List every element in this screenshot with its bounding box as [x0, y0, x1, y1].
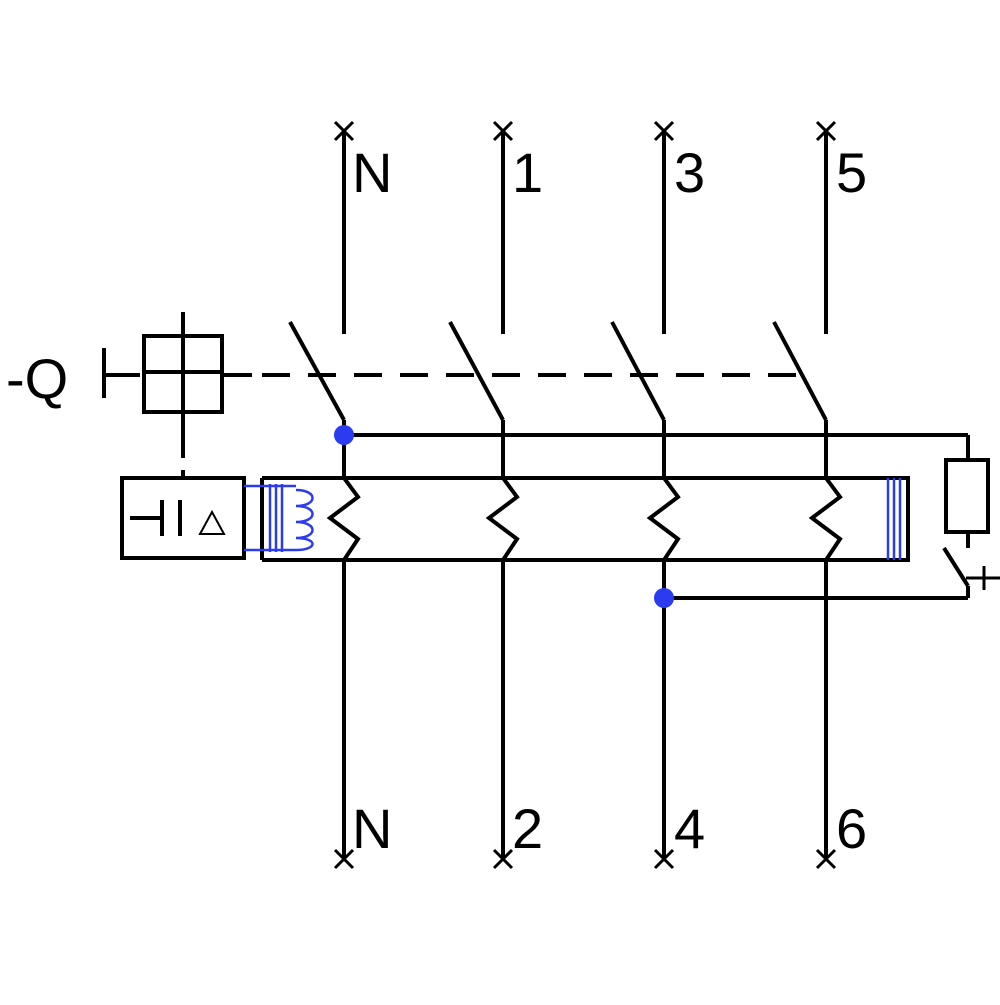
terminal-label-bottom-2: 2	[512, 797, 543, 860]
test-resistor-icon	[944, 458, 990, 534]
operating-actuator	[102, 312, 252, 440]
device-designation-label: -Q	[6, 347, 68, 410]
test-circuit	[334, 425, 1000, 608]
residual-current-relay	[120, 476, 246, 560]
transformer-coil-icon	[295, 488, 314, 552]
terminal-label-bottom-n: N	[352, 797, 392, 860]
terminal-label-bottom-4: 4	[674, 797, 705, 860]
pole-5-6	[772, 120, 843, 870]
pole-neutral	[288, 120, 361, 870]
delta-icon	[198, 509, 226, 535]
terminal-label-top-5: 5	[836, 141, 867, 204]
summation-transformer	[244, 476, 910, 562]
test-button-contact-icon	[942, 546, 970, 588]
terminal-label-top-1: 1	[512, 141, 543, 204]
terminal-label-top-n: N	[352, 141, 392, 204]
pole-3-4	[610, 120, 681, 870]
terminal-label-bottom-6: 6	[836, 797, 867, 860]
terminal-label-top-3: 3	[674, 141, 705, 204]
pole-1-2	[448, 120, 520, 870]
junction-dot	[334, 425, 354, 445]
junction-dot	[654, 588, 674, 608]
